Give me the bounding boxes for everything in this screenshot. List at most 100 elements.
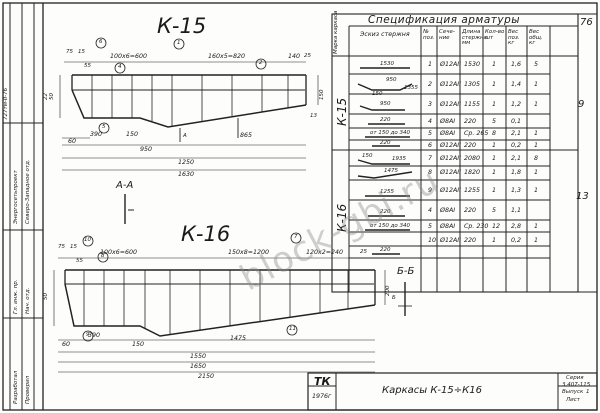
sketch-range-a: от 150 до 340 [370,130,410,136]
k15-pos-6: 6 [99,39,103,45]
spec-cell-section: Ø12АII [440,187,461,194]
spec-cell-qty: 1 [492,169,497,176]
spec-cell-wp: 2,1 [511,155,522,162]
k16-dim-60: 60 [62,341,71,348]
spec-cell-qty: 1 [492,155,497,162]
spec-cell-wp: 2,1 [511,130,522,137]
k15-pos-1: 1 [177,40,181,46]
k15-pitch-left: 100x6=600 [110,53,148,60]
spec-mark-k15: К-15 [335,97,349,126]
spec-cell-length: 1530 [464,61,481,68]
sketch-1475: 1475 [384,168,398,174]
spec-title: Спецификация арматуры [368,14,521,26]
spec-cell-qty: 5 [492,118,497,125]
k16-dim-390: 390 [88,332,101,339]
spec-cell-section: Ø12АII [440,101,461,108]
sketch-220a: 220 [380,117,391,123]
stamp-title: Каркасы К-15÷К16 [382,385,482,396]
spec-cell-pos: 8 [428,169,433,176]
spec-cell-wt: 1 [534,187,539,194]
spec-cell-wp: 0,2 [511,142,522,149]
sketch-220d: 220 [380,247,391,253]
k15-dim-1630: 1630 [178,171,195,178]
k16-pos-9: 9 [86,332,90,338]
spec-cell-wt: 1 [534,237,539,244]
spec-cell-pos: 3 [428,101,433,108]
spec-header-pos: № поз. [423,29,435,41]
k16-dim-1550: 1550 [190,353,207,360]
spec-cell-wp: 1,3 [511,187,522,194]
spec-cell-section: Ø8АI [440,130,456,137]
section-bb-title: Б-Б [397,266,415,277]
spec-cell-wt: 1 [534,169,539,176]
spec-cell-wp: 1,1 [511,207,522,214]
margin-org-2: Северо-Западное отд. [25,159,31,224]
spec-cell-wp: 1,6 [511,61,522,68]
spec-cell-length: 220 [464,118,477,125]
spec-cell-qty: 1 [492,61,497,68]
k15-dim-55: 55 [84,63,91,69]
k15-dim-865: 865 [240,132,253,139]
margin-role-2: Нач. отд. [25,287,31,314]
k16-dim-75: 75 [58,244,65,250]
k15-pos-4: 4 [118,64,122,70]
sketch-150b: 150 [362,153,373,159]
spec-cell-wt: 1 [534,81,539,88]
spec-total-k15: 9 [578,99,585,110]
k15-dim-390: 390 [90,131,103,138]
spec-cell-section: Ø12АII [440,237,461,244]
stamp-issue-num: 1 [586,389,590,395]
sketch-1355: 1355 [404,85,418,91]
k16-pitch-right: 120x2=240 [306,249,344,256]
spec-cell-wp: 1,2 [511,101,522,108]
k16-pitch-mid: 150x8=1200 [228,249,270,256]
spec-cell-pos: 5 [428,130,433,137]
k16-pitch-left: 100x6=600 [100,249,138,256]
spec-cell-section: Ø8АI [440,223,456,230]
k16-pos-10: 10 [84,237,91,243]
spec-cell-pos: 9 [428,187,433,194]
stamp-series-num: 3.407-115 [562,382,591,388]
k16-pos-8: 8 [101,253,105,259]
stamp-code: ТК [314,375,331,388]
k16-dim-55: 55 [76,258,83,264]
spec-cell-length: 220 [464,207,477,214]
spec-cell-pos: 10 [428,237,437,244]
k16-dim-25: 25 [360,249,367,255]
k16-dim-2150: 2150 [198,373,215,380]
spec-cell-qty: 1 [492,142,497,149]
spec-cell-pos: 5 [428,223,433,230]
k16-section-b: Б [392,295,396,301]
spec-cell-qty: 1 [492,237,497,244]
spec-cell-qty: 12 [492,223,501,230]
k16-dim-1475: 1475 [230,335,247,342]
spec-cell-length: Ср. 265 [464,130,489,137]
k15-dim-150: 150 [126,131,139,138]
spec-cell-qty: 1 [492,101,497,108]
k15-dim-60: 60 [68,138,77,145]
spec-cell-wp: 0,2 [511,237,522,244]
k15-dim-13: 13 [310,113,317,119]
spec-cell-wp: 1,8 [511,169,522,176]
sketch-950a: 950 [386,77,397,83]
spec-cell-qty: 8 [492,130,497,137]
spec-cell-pos: 1 [428,61,433,68]
spec-cell-section: Ø12АII [440,61,461,68]
spec-cell-pos: 2 [428,81,433,88]
k16-pos-7: 7 [294,234,298,240]
spec-total-k16: 13 [576,191,589,202]
margin-role-4: Проверил [25,375,31,404]
sketch-220c: 220 [380,209,391,215]
spec-cell-pos: 6 [428,142,433,149]
k15-dim-1250: 1250 [178,159,195,166]
k15-dim-15: 15 [78,49,85,55]
spec-cell-length: 1255 [464,187,481,194]
spec-cell-section: Ø12АII [440,155,461,162]
spec-cell-qty: 1 [492,187,497,194]
spec-cell-length: 2080 [464,155,481,162]
spec-cell-qty: 5 [492,207,497,214]
k16-height-50: 50 [43,293,49,300]
k16-dim-15: 15 [70,244,77,250]
